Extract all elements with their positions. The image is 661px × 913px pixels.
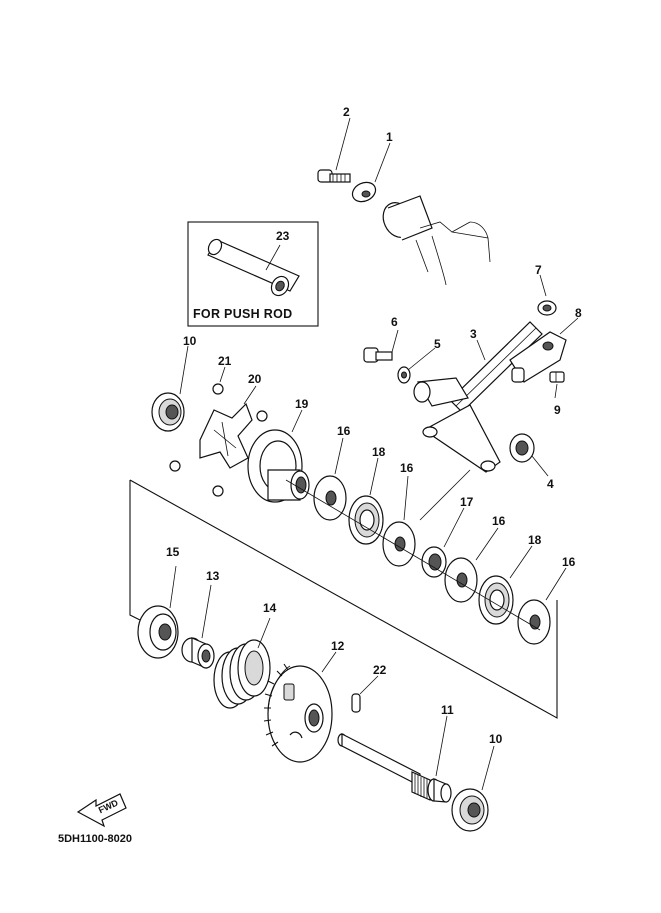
part-7-washer [537,300,557,316]
part-6-bolt [363,347,393,363]
callout-20: 20 [248,372,262,386]
callout-13: 13 [206,569,220,583]
part-16-washer-a [313,475,347,521]
part-10-bearing-upper [151,392,185,432]
callout-18-a: 18 [372,445,386,459]
callout-18-b: 18 [528,533,542,547]
callout-3: 3 [470,327,477,341]
part-19-governor-sleeve [247,429,310,503]
callout-16-b: 16 [400,461,414,475]
lever-pivot-arm [413,377,501,473]
part-22-pin [351,693,361,713]
callout-5: 5 [434,337,441,351]
inset-push-rod: 23 FOR PUSH ROD [187,221,319,327]
callout-6: 6 [391,315,398,329]
callout-17: 17 [460,495,474,509]
callout-22: 22 [373,663,387,677]
callout-19: 19 [295,397,309,411]
part-16-washer-d [517,599,551,645]
part-14-spring [213,639,271,709]
callout-11: 11 [441,703,454,717]
fwd-arrow-icon: FWD [76,793,127,828]
part-8-lever-arm [509,331,567,383]
callout-16-a: 16 [337,424,351,438]
part-16-washer-b [382,521,416,567]
callout-4: 4 [547,477,554,491]
callout-10-lower: 10 [489,732,503,746]
part-3-lever-shaft [449,321,543,413]
callout-2: 2 [343,105,350,119]
cylinder-housing-ghost [382,195,491,286]
callout-10-upper: 10 [183,334,197,348]
callout-8: 8 [575,306,582,320]
diagram-code: 5DH1100-8020 [58,833,132,845]
part-4-collar [509,433,535,463]
callout-15: 15 [166,545,180,559]
part-5-washer [397,366,411,384]
part-1-collar [351,181,377,203]
callout-7: 7 [535,263,542,277]
part-13-collar [181,637,215,669]
part-21-balls [169,383,268,497]
callout-16-d: 16 [562,555,576,569]
part-15-seal [137,605,179,659]
part-2-bolt [317,169,351,183]
inset-label: FOR PUSH ROD [193,307,292,321]
callout-9: 9 [554,403,561,417]
callout-16-c: 16 [492,514,506,528]
callout-21: 21 [218,354,232,368]
part-18-needle-bearing-b [478,575,514,625]
callout-1: 1 [386,130,393,144]
part-12-gear-plate [263,663,333,763]
callout-14: 14 [263,601,277,615]
callout-12: 12 [331,639,345,653]
part-23-push-rod [207,238,300,297]
part-20-governor-weight-holder [199,402,253,469]
part-10-bearing-lower [451,788,489,832]
callout-23: 23 [276,229,290,243]
part-16-washer-c [444,557,478,603]
part-11-shaft [337,733,452,803]
part-9-screw [549,371,565,383]
